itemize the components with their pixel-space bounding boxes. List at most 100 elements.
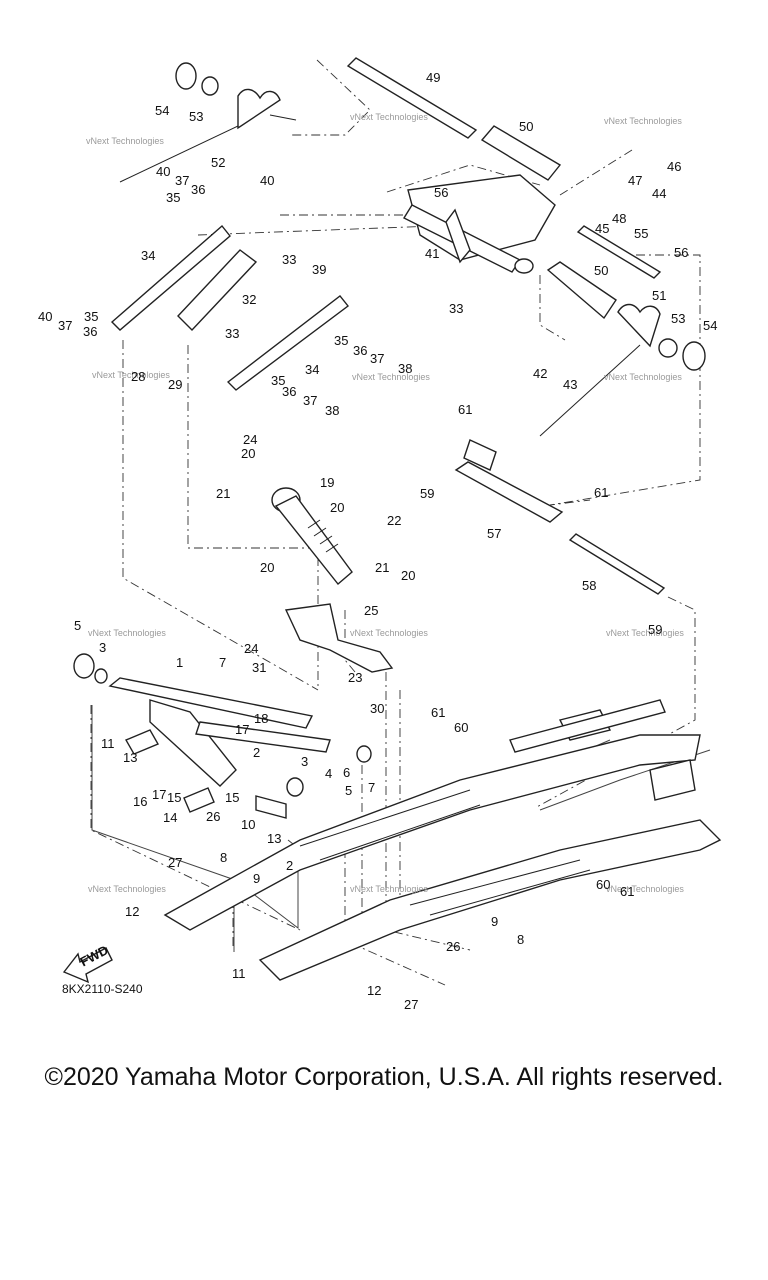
callout-number: 12	[125, 904, 139, 919]
callout-number: 37	[175, 173, 189, 188]
callout-number: 27	[404, 997, 418, 1012]
watermark-text: vNext Technologies	[350, 112, 428, 122]
callout-number: 25	[364, 603, 378, 618]
callout-number: 15	[225, 790, 239, 805]
callout-number: 21	[375, 560, 389, 575]
callout-number: 61	[594, 485, 608, 500]
collar-7	[356, 745, 372, 763]
callout-number: 21	[216, 486, 230, 501]
bracket-25	[284, 603, 394, 673]
callout-number: 52	[211, 155, 225, 170]
watermark-text: vNext Technologies	[88, 628, 166, 638]
callout-number: 56	[434, 185, 448, 200]
watermark-text: vNext Technologies	[350, 628, 428, 638]
watermarks: vNext Technologies vNext Technologies vN…	[86, 112, 684, 894]
watermark-text: vNext Technologies	[352, 372, 430, 382]
parts	[62, 57, 722, 984]
callout-number: 8	[517, 932, 524, 947]
shock-absorber-19	[271, 487, 353, 586]
callout-number: 50	[519, 119, 533, 134]
shaft-49	[346, 57, 478, 139]
collar-13-right	[255, 795, 287, 819]
callout-number: 9	[253, 871, 260, 886]
callout-number: 59	[648, 622, 662, 637]
diagram-code: 8KX2110-S240	[62, 982, 143, 996]
front-arm-1	[73, 653, 331, 787]
callout-number: 46	[667, 159, 681, 174]
shaft-58	[568, 533, 666, 595]
callout-number: 40	[38, 309, 52, 324]
callout-number: 55	[634, 226, 648, 241]
callout-number: 40	[260, 173, 274, 188]
callout-number: 23	[348, 670, 362, 685]
callout-number: 4	[325, 766, 332, 781]
callout-number: 13	[123, 750, 137, 765]
callout-number: 61	[458, 402, 472, 417]
callout-number: 33	[225, 326, 239, 341]
callout-number: 20	[260, 560, 274, 575]
callout-number: 36	[83, 324, 97, 339]
callout-number: 61	[620, 884, 634, 899]
callout-number: 27	[168, 855, 182, 870]
callout-number: 7	[219, 655, 226, 670]
callout-number: 37	[303, 393, 317, 408]
watermark-text: vNext Technologies	[606, 884, 684, 894]
damper-32	[177, 249, 258, 332]
torsion-spring-right	[539, 303, 706, 437]
callout-number: 5	[74, 618, 81, 633]
callout-number: 40	[156, 164, 170, 179]
callout-number: 41	[425, 246, 439, 261]
callout-number: 47	[628, 173, 642, 188]
callout-number: 20	[330, 500, 344, 515]
callout-number: 54	[155, 103, 169, 118]
watermark-text: vNext Technologies	[86, 136, 164, 146]
callout-number: 11	[101, 736, 115, 751]
watermark-text: vNext Technologies	[604, 372, 682, 382]
callout-number: 5	[345, 783, 352, 798]
callout-number: 26	[446, 939, 460, 954]
bushing-4	[286, 777, 304, 797]
callout-number: 11	[232, 966, 246, 981]
callout-number: 48	[612, 211, 626, 226]
callout-number: 38	[398, 361, 412, 376]
callout-number: 43	[563, 377, 577, 392]
callout-number: 37	[370, 351, 384, 366]
callout-number: 38	[325, 403, 339, 418]
callout-number: 2	[253, 745, 260, 760]
callout-number: 2	[286, 858, 293, 873]
callout-number: 36	[353, 343, 367, 358]
copyright-notice: ©2020 Yamaha Motor Corporation, U.S.A. A…	[44, 1063, 724, 1091]
callout-number: 7	[368, 780, 375, 795]
link-arm-34-upper	[110, 224, 231, 331]
callout-number: 57	[487, 526, 501, 541]
shaft-57	[454, 461, 564, 523]
callout-number: 49	[426, 70, 440, 85]
callout-number: 10	[241, 817, 255, 832]
callout-number: 3	[301, 754, 308, 769]
callout-number: 36	[191, 182, 205, 197]
callout-number: 54	[703, 318, 717, 333]
callout-number: 42	[533, 366, 547, 381]
fwd-arrow-icon	[62, 947, 113, 984]
callout-number: 33	[282, 252, 296, 267]
watermark-text: vNext Technologies	[604, 116, 682, 126]
callout-number: 16	[133, 794, 147, 809]
callout-number: 44	[652, 186, 666, 201]
callout-number: 3	[99, 640, 106, 655]
callout-number: 60	[596, 877, 610, 892]
callout-number: 36	[282, 384, 296, 399]
callout-number: 39	[312, 262, 326, 277]
callout-number: 24	[244, 641, 258, 656]
collar-13-left	[124, 729, 160, 755]
callout-number: 24	[243, 432, 257, 447]
callout-number: 33	[449, 301, 463, 316]
callout-number: 31	[252, 660, 266, 675]
collar-50-lower	[546, 261, 617, 320]
callout-number: 32	[242, 292, 256, 307]
watermark-text: vNext Technologies	[88, 884, 166, 894]
exploded-parts-diagram: vNext Technologies vNext Technologies vN…	[38, 57, 722, 1012]
callout-number: 34	[141, 248, 155, 263]
watermark-text: vNext Technologies	[350, 884, 428, 894]
callout-number: 20	[241, 446, 255, 461]
callout-number: 35	[271, 373, 285, 388]
